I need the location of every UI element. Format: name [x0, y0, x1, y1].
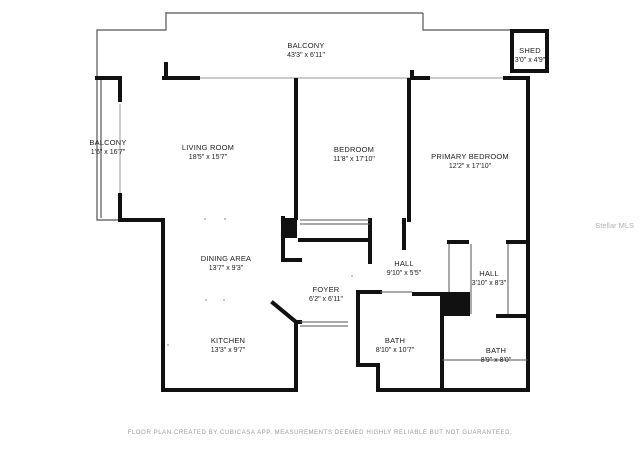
label-living-room: LIVING ROOM [182, 143, 234, 152]
balcony-top-right-outline [422, 13, 512, 31]
room-labels: BALCONY 43'3" x 6'11" SHED 3'0" x 4'9" B… [89, 41, 545, 364]
dims-hall-right: 3'10" x 8'3" [472, 280, 507, 287]
dims-dining-area: 13'7" x 9'3" [209, 265, 244, 272]
label-foyer: FOYER [313, 285, 340, 294]
exterior-walls [95, 76, 530, 392]
marker-dots [167, 218, 353, 346]
label-bath-right: BATH [486, 346, 506, 355]
label-bath-left: BATH [385, 336, 405, 345]
dims-balcony-left: 1'6" x 16'7" [91, 149, 126, 156]
dims-balcony-top: 43'3" x 6'11" [287, 52, 325, 59]
dims-shed: 3'0" x 4'9" [515, 57, 546, 64]
disclaimer-footer: FLOOR PLAN CREATED BY CUBICASA APP. MEAS… [127, 430, 513, 436]
pillar-bath [444, 292, 470, 316]
wall-top-right [440, 76, 530, 392]
wall-stubs [118, 62, 414, 102]
pillar-closet [281, 218, 297, 238]
label-bedroom: BEDROOM [334, 145, 374, 154]
mls-watermark: Stellar MLS [595, 221, 634, 230]
openings [119, 77, 503, 193]
balcony-outlines [96, 12, 512, 221]
balcony-top-outline [96, 12, 167, 221]
dims-primary-bedroom: 12'2" x 17'10" [449, 163, 492, 170]
interior-walls [281, 78, 530, 392]
shed-outline [510, 29, 549, 73]
dims-bath-left: 8'10" x 10'7" [376, 347, 415, 354]
dims-foyer: 6'2" x 6'11" [309, 296, 343, 303]
label-dining-area: DINING AREA [201, 254, 252, 263]
dims-kitchen: 13'3" x 9'7" [211, 347, 246, 354]
dims-bedroom: 11'8" x 17'10" [333, 156, 375, 163]
label-primary-bedroom: PRIMARY BEDROOM [431, 152, 509, 161]
wall-bottom-right-bath [356, 290, 444, 392]
label-hall-center: HALL [394, 259, 414, 268]
thin-walls [300, 219, 528, 361]
label-balcony-left: BALCONY [89, 138, 126, 147]
label-shed: SHED [519, 46, 541, 55]
dims-bath-right: 8'9" x 8'0" [481, 357, 512, 364]
dims-hall-center: 9'10" x 5'5" [387, 270, 422, 277]
label-balcony-top: BALCONY [287, 41, 324, 50]
wall-kitchen-outline [118, 193, 298, 392]
label-kitchen: KITCHEN [211, 336, 245, 345]
label-hall-right: HALL [479, 269, 499, 278]
dims-living-room: 18'5" x 15'7" [189, 154, 228, 161]
